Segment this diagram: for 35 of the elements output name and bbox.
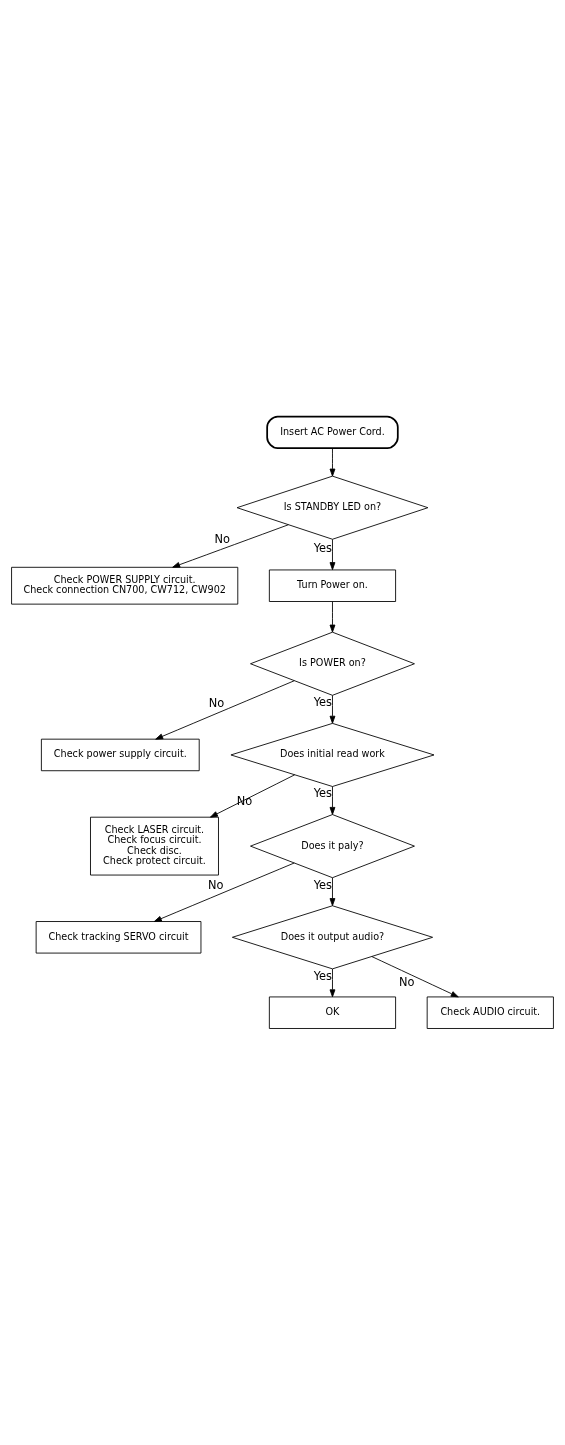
edge-label: Yes xyxy=(313,786,333,801)
node-diamond: Is STANDBY LED on? xyxy=(236,475,429,540)
node-box: Check power supply circuit. xyxy=(40,738,200,772)
arrow xyxy=(329,448,336,477)
arrow xyxy=(329,877,336,907)
arrow xyxy=(172,524,289,568)
edge-label: No xyxy=(208,695,225,710)
edge-label: Yes xyxy=(313,540,333,555)
arrow xyxy=(155,680,295,740)
node-box: Insert AC Power Cord. xyxy=(266,415,399,449)
arrow xyxy=(329,538,336,571)
node-diamond: Does initial read work xyxy=(230,722,435,787)
node-diamond: Does it paly? xyxy=(250,814,415,879)
arrow xyxy=(371,956,459,998)
node-box: Check tracking SERVO circuit xyxy=(35,921,202,954)
node-diamond: Does it output audio? xyxy=(231,905,434,970)
arrow xyxy=(329,968,336,998)
node-box: Check POWER SUPPLY circuit. Check connection CN700, CW712, CW902 xyxy=(11,566,239,605)
node-diamond: Is POWER on? xyxy=(250,631,415,696)
node-box: Check AUDIO circuit. xyxy=(426,996,554,1029)
edge-label: No xyxy=(236,794,253,809)
arrow xyxy=(329,694,336,724)
arrow xyxy=(210,774,296,818)
arrow xyxy=(153,862,295,922)
edge-label: Yes xyxy=(313,877,333,892)
edge-label: No xyxy=(399,974,415,989)
edge-label: No xyxy=(214,531,231,546)
node-box: Turn Power on. xyxy=(268,569,397,602)
arrow xyxy=(329,601,336,633)
edge-label: Yes xyxy=(313,968,333,983)
arrow xyxy=(329,786,336,815)
node-box: OK xyxy=(268,996,397,1029)
edge-label: No xyxy=(208,878,224,893)
edge-label: Yes xyxy=(313,695,333,710)
node-box: Check LASER circuit. Check focus circuit. Check disc. Check protect circuit. xyxy=(90,816,219,876)
